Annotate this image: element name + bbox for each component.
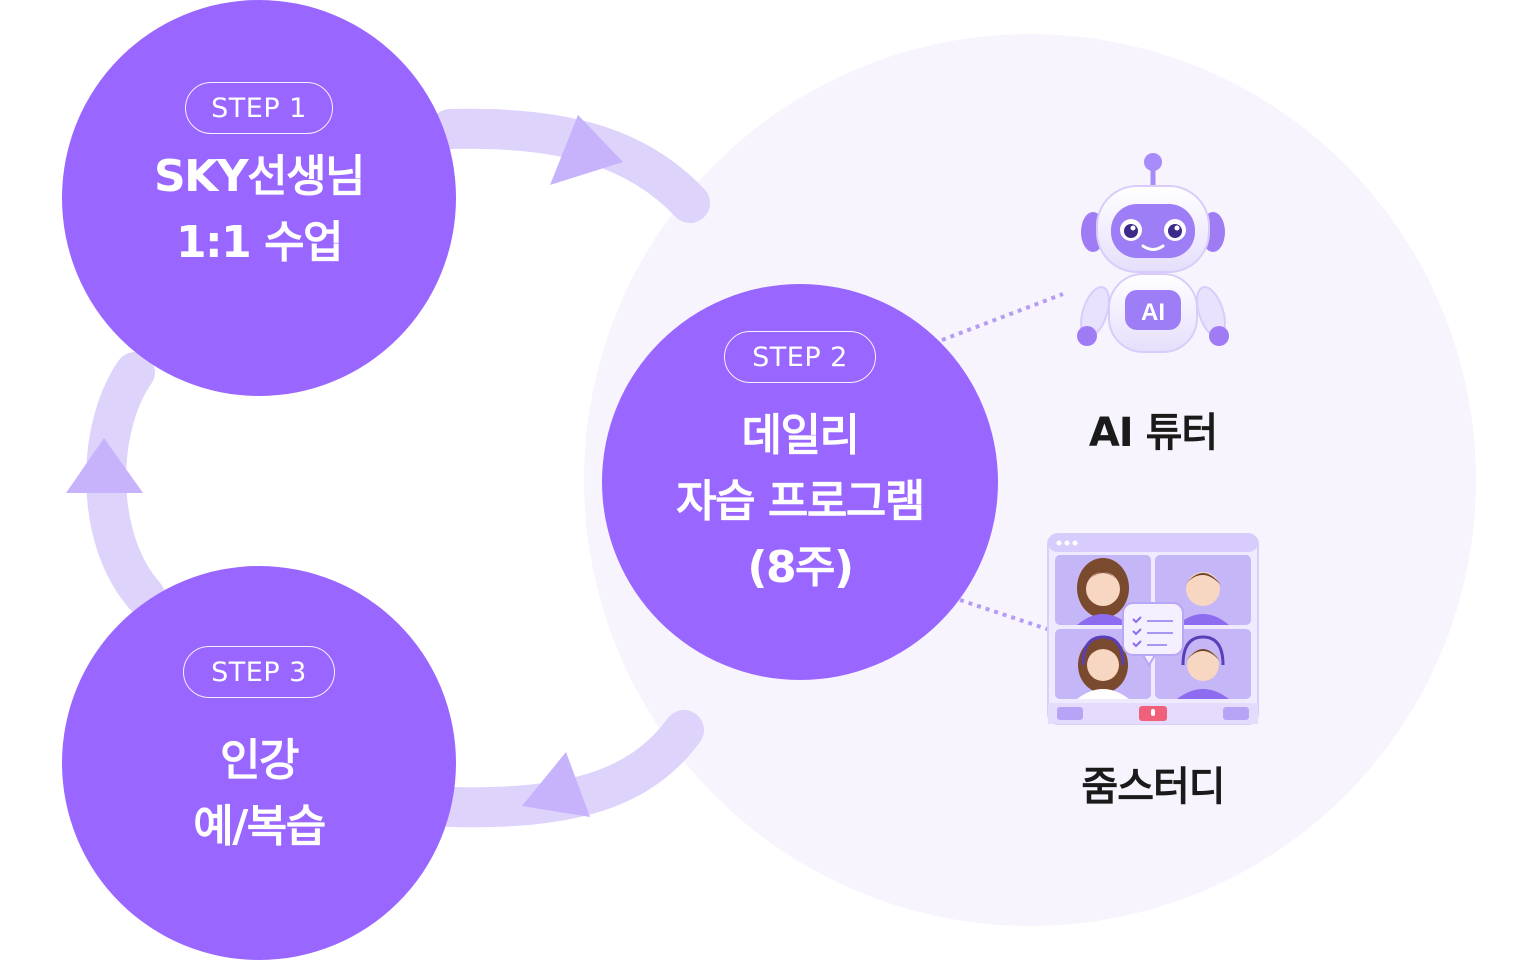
step3-badge: STEP 3: [183, 646, 335, 698]
step3-circle: STEP 3 인강 예/복습: [62, 566, 456, 960]
step1-title-line2: 1:1 수업: [176, 210, 342, 276]
ai-tutor-label: AI 튜터: [1073, 400, 1233, 458]
arrow-head-to-step1: [66, 438, 143, 493]
video-call-icon: [1047, 533, 1259, 725]
step2-circle: STEP 2 데일리 자습 프로그램 (8주): [602, 284, 998, 680]
step1-circle: STEP 1 SKY선생님 1:1 수업: [62, 0, 456, 396]
robot-icon: AI: [1073, 152, 1233, 362]
step2-title-line2: 자습 프로그램: [676, 469, 924, 535]
step2-title-line3: (8주): [747, 535, 852, 601]
step3-title-line2: 예/복습: [193, 794, 325, 860]
step2-badge: STEP 2: [724, 331, 876, 383]
step3-title-line1: 인강: [220, 728, 298, 794]
step2-title-line1: 데일리: [742, 403, 859, 469]
step1-title-line1: SKY선생님: [154, 144, 364, 210]
step1-badge: STEP 1: [185, 82, 333, 134]
robot-chest-label: AI: [1141, 299, 1165, 326]
zoom-study-label: 줌스터디: [1053, 754, 1253, 812]
